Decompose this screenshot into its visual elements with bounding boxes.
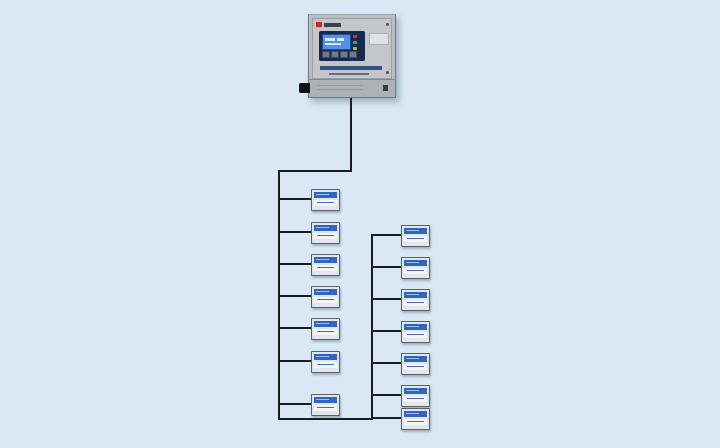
device-display-band (314, 354, 337, 360)
device-label (404, 332, 427, 338)
device-display-band (314, 397, 337, 403)
detector-module-left-3 (311, 254, 340, 276)
alarm-controller (299, 14, 396, 98)
wire-left-stub-3 (278, 263, 311, 265)
detector-module-right-2 (401, 257, 430, 279)
detector-module-left-1 (311, 189, 340, 211)
detector-module-left-4 (311, 286, 340, 308)
device-display-band (314, 289, 337, 295)
wire-right-bus (371, 234, 373, 420)
wire-right-stub-1 (371, 234, 401, 236)
device-label (404, 268, 427, 274)
device-display-band (314, 225, 337, 231)
detector-module-left-6 (311, 351, 340, 373)
lock-icon (383, 85, 388, 91)
brand-name-text-blob (324, 23, 341, 27)
model-label-plate (369, 33, 389, 45)
detector-module-right-3 (401, 289, 430, 311)
device-display-band (404, 292, 427, 298)
wire-junction-horizontal (278, 170, 352, 172)
device-display-band (314, 257, 337, 263)
detector-module-right-6 (401, 385, 430, 407)
vent-slots (317, 85, 363, 86)
wire-left-stub-1 (278, 198, 311, 200)
wire-right-stub-3 (371, 298, 401, 300)
device-display-band (404, 411, 427, 417)
wire-bottom-connector (278, 418, 373, 420)
wire-left-stub-4 (278, 295, 311, 297)
device-label (404, 419, 427, 425)
device-label (404, 300, 427, 306)
controller-lower-panel (309, 79, 395, 97)
detector-module-right-7 (401, 408, 430, 430)
detector-module-right-5 (401, 353, 430, 375)
detector-module-left-5 (311, 318, 340, 340)
controller-front-panel (312, 18, 392, 79)
device-label (314, 405, 337, 411)
wire-right-stub-2 (371, 266, 401, 268)
device-display-band (404, 356, 427, 362)
wire-right-stub-5 (371, 362, 401, 364)
wire-right-stub-4 (371, 330, 401, 332)
power-led-icon (353, 41, 357, 44)
wire-left-stub-2 (278, 231, 311, 233)
device-display-band (314, 192, 337, 198)
panel-subtitle-text-blob (329, 73, 369, 75)
lcd-screen (322, 34, 351, 50)
wire-riser-from-controller (350, 96, 352, 172)
wire-left-stub-6 (278, 360, 311, 362)
device-label (314, 362, 337, 368)
display-bezel (319, 31, 365, 61)
wire-right-stub-7 (371, 417, 401, 419)
screw-icon (386, 71, 389, 74)
wire-right-stub-6 (371, 394, 401, 396)
device-label (404, 236, 427, 242)
device-display-band (404, 324, 427, 330)
device-label (314, 265, 337, 271)
device-display-band (404, 388, 427, 394)
side-horn (299, 83, 310, 93)
panel-button (340, 51, 348, 58)
device-label (314, 329, 337, 335)
device-display-band (404, 228, 427, 234)
panel-title-text-blob (320, 66, 382, 70)
device-display-band (404, 260, 427, 266)
device-label (314, 297, 337, 303)
brand-logo-icon (316, 22, 322, 27)
panel-button (349, 51, 357, 58)
device-label (404, 364, 427, 370)
device-label (314, 233, 337, 239)
device-label (314, 200, 337, 206)
fault-led-icon (353, 47, 357, 50)
detector-module-left-2 (311, 222, 340, 244)
device-display-band (314, 321, 337, 327)
panel-button (322, 51, 330, 58)
detector-module-right-1 (401, 225, 430, 247)
panel-button (331, 51, 339, 58)
alarm-led-icon (353, 35, 357, 38)
wire-left-stub-5 (278, 327, 311, 329)
screw-icon (386, 23, 389, 26)
wire-left-stub-7 (278, 403, 311, 405)
device-label (404, 396, 427, 402)
detector-module-left-7 (311, 394, 340, 416)
detector-module-right-4 (401, 321, 430, 343)
